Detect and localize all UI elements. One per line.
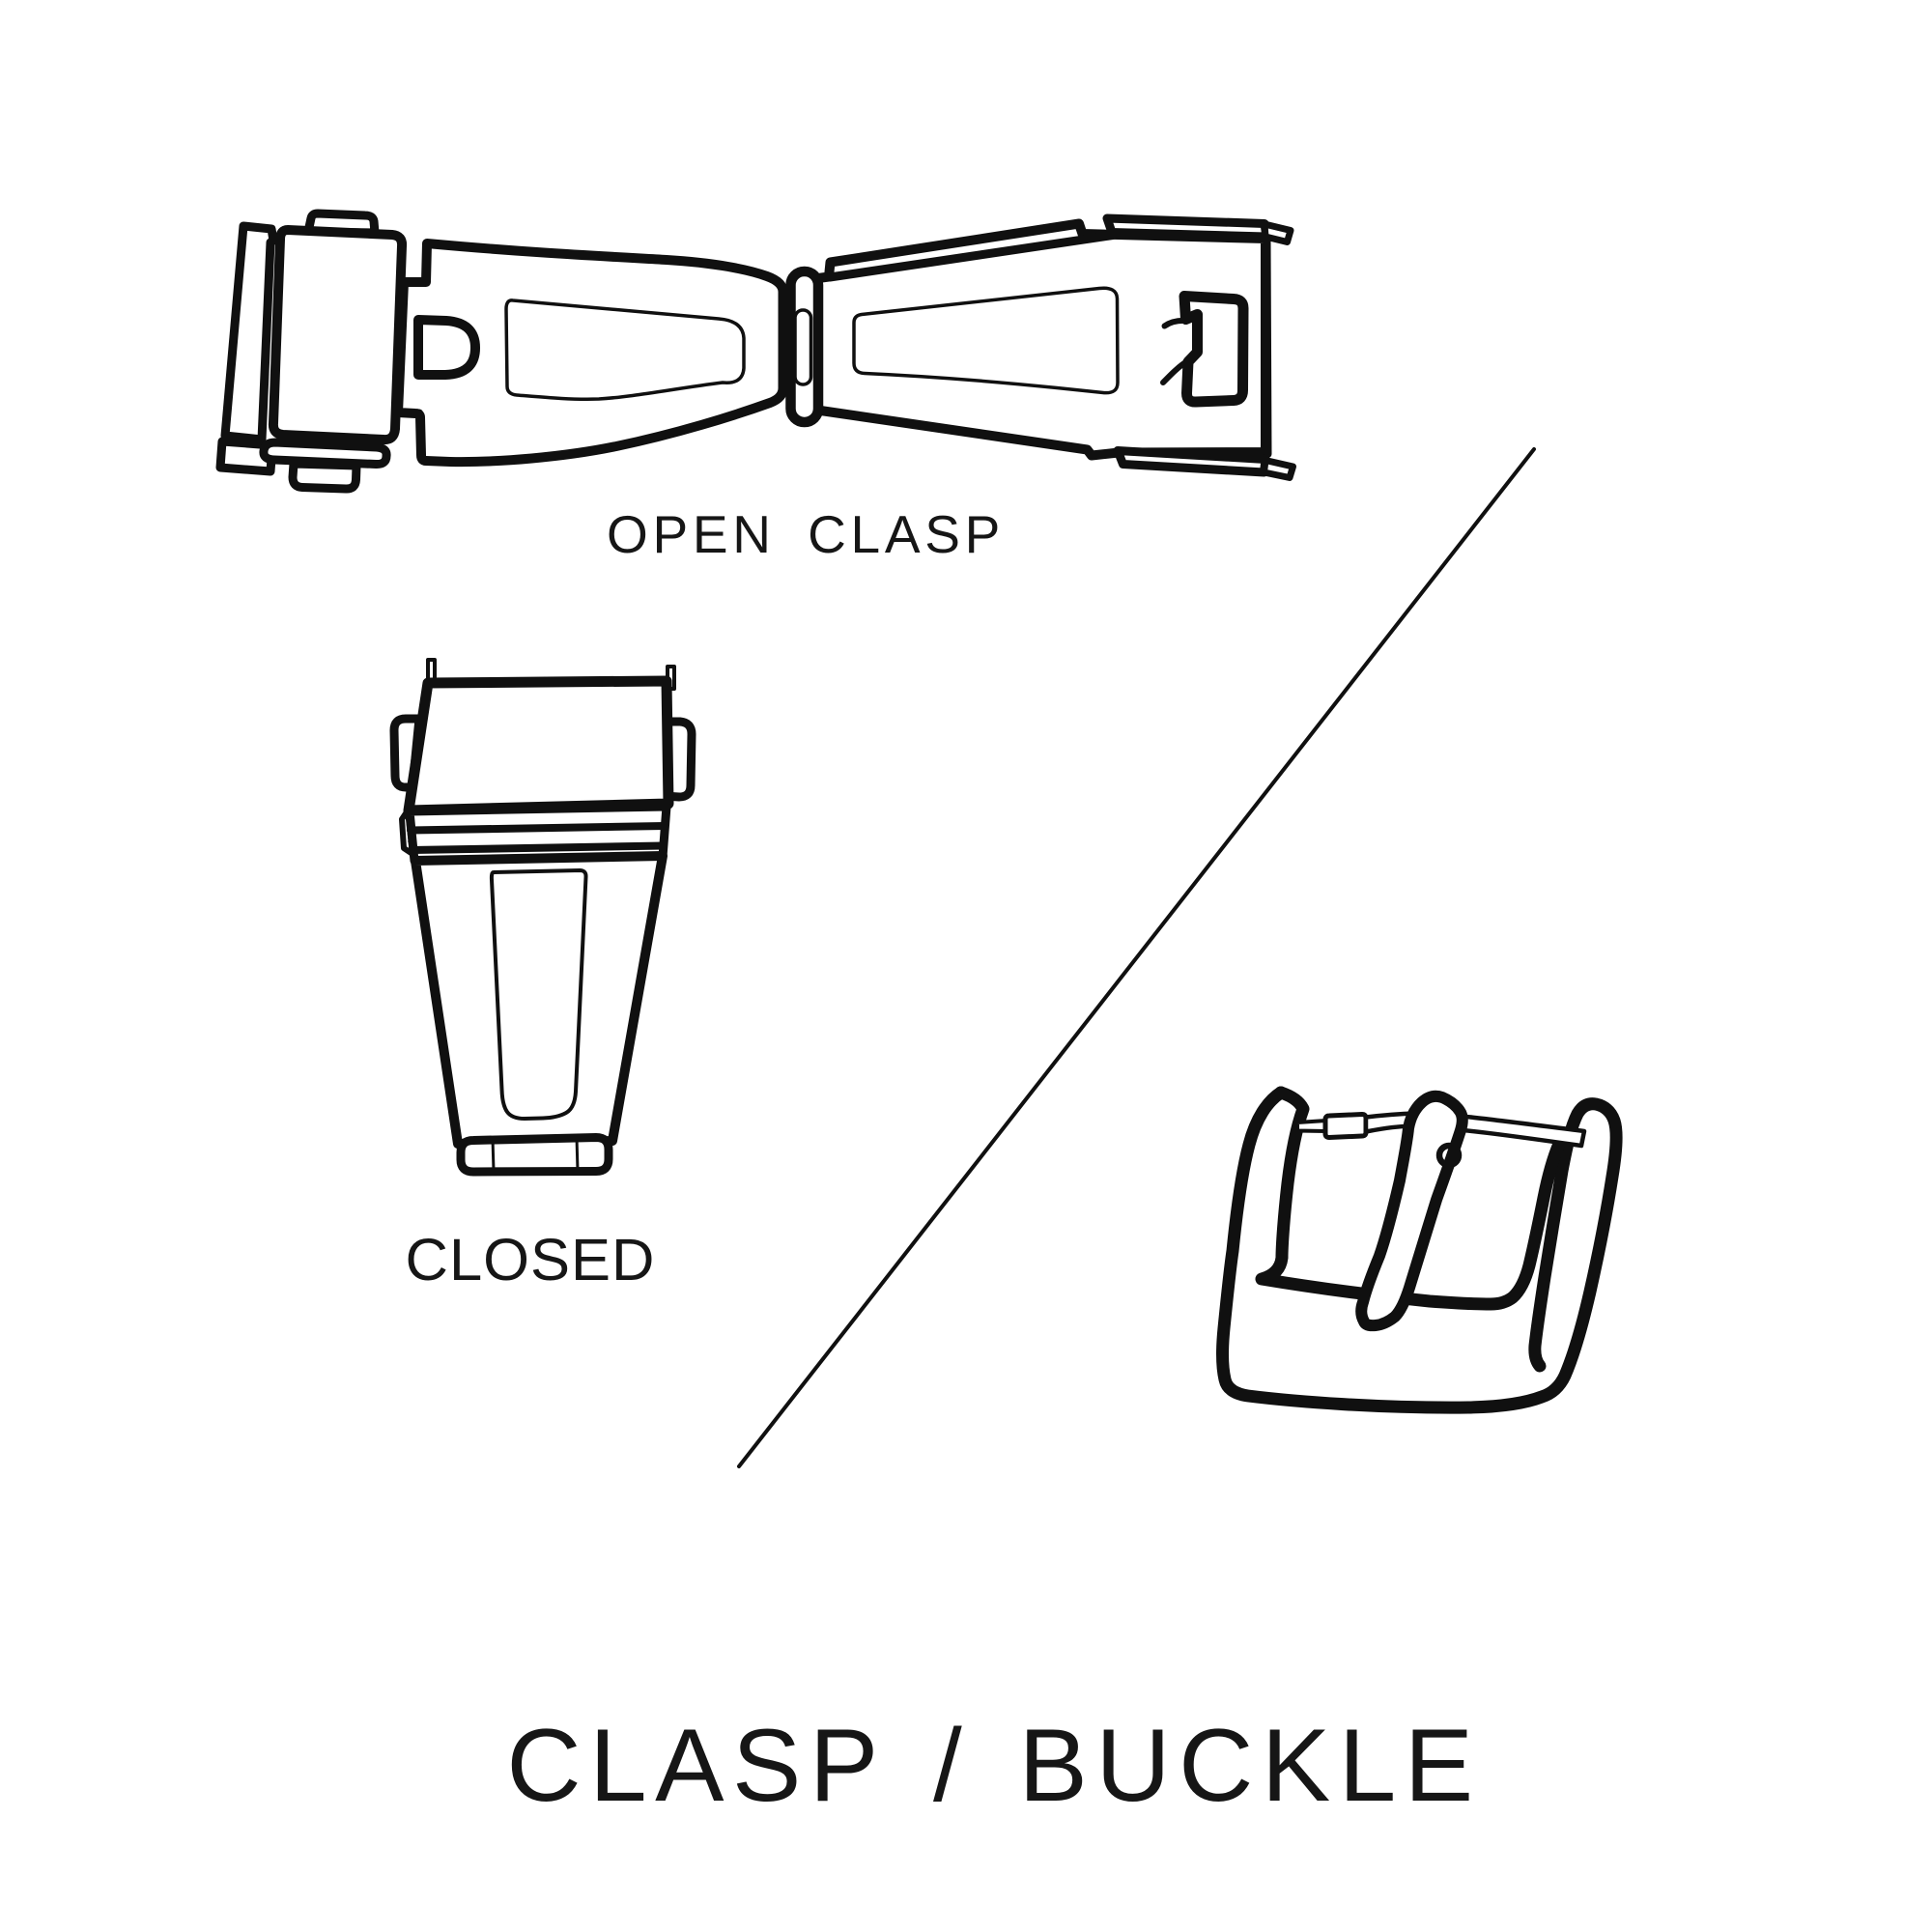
svg-text:OPEN CLASP: OPEN CLASP bbox=[607, 504, 1005, 564]
svg-text:CLASP / BUCKLE: CLASP / BUCKLE bbox=[506, 1707, 1481, 1823]
svg-text:CLOSED: CLOSED bbox=[406, 1227, 656, 1293]
